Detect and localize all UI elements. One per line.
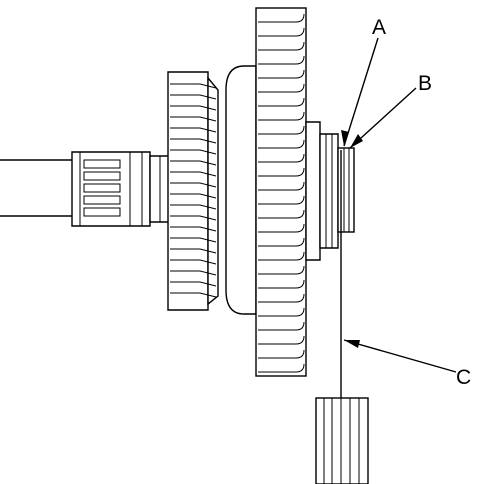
feeler-gauge (315, 150, 369, 484)
pinion-tooth-line (170, 94, 217, 100)
gear-tooth-line (258, 335, 305, 345)
gear-tooth-line (258, 153, 305, 163)
pinion-tooth-line (170, 116, 217, 122)
pinion-tooth-line (170, 138, 217, 144)
snap-ring (337, 147, 355, 233)
gear-tooth-line (258, 111, 305, 121)
large-gear (255, 7, 307, 377)
gear-hub (225, 65, 257, 315)
gear-tooth-line (258, 27, 305, 37)
gear-tooth-line (258, 265, 305, 275)
pinion-gear (167, 71, 219, 311)
collar (305, 121, 339, 261)
gear-tooth-line (258, 251, 305, 261)
callout-a: A (341, 16, 386, 147)
callout-a-label: A (372, 16, 386, 39)
gear-tooth-line (258, 181, 305, 191)
gear-tooth-line (258, 307, 305, 317)
gear-tooth-line (258, 97, 305, 107)
gear-tooth-line (258, 293, 305, 303)
gear-tooth-line (258, 237, 305, 247)
pinion-tooth-line (170, 270, 217, 276)
callout-b: B (349, 72, 432, 149)
shaft (0, 151, 171, 227)
gear-tooth-line (258, 167, 305, 177)
pinion-tooth-line (170, 259, 217, 265)
pinion-tooth-line (170, 182, 217, 188)
gear-tooth-line (258, 55, 305, 65)
gear-tooth-line (258, 195, 305, 205)
pinion-tooth-line (170, 248, 217, 254)
gear-tooth-line (258, 125, 305, 135)
gear-tooth-line (258, 139, 305, 149)
pinion-tooth-line (170, 281, 217, 287)
callout-b-label: B (418, 72, 432, 95)
pinion-tooth-line (170, 237, 217, 243)
pinion-tooth-line (170, 204, 217, 210)
pinion-tooth-line (170, 149, 217, 155)
callout-c: C (343, 339, 471, 389)
pinion-tooth-line (170, 193, 217, 199)
pinion-tooth-line (170, 171, 217, 177)
pinion-tooth-line (170, 226, 217, 232)
gear-tooth-line (258, 349, 305, 359)
gear-tooth-line (258, 321, 305, 331)
gear-tooth-line (258, 13, 305, 23)
gear-tooth-line (258, 279, 305, 289)
gear-tooth-line (258, 69, 305, 79)
gear-tooth-line (258, 223, 305, 233)
gear-tooth-line (258, 209, 305, 219)
pinion-tooth-line (170, 127, 217, 133)
gear-tooth-line (258, 41, 305, 51)
pinion-tooth-line (170, 215, 217, 221)
gear-tooth-line (258, 363, 305, 373)
pinion-tooth-line (170, 160, 217, 166)
pinion-tooth-line (170, 292, 217, 298)
callout-c-label: C (456, 366, 471, 389)
pinion-tooth-line (170, 83, 217, 89)
pinion-tooth-line (170, 105, 217, 111)
gear-tooth-line (258, 83, 305, 93)
